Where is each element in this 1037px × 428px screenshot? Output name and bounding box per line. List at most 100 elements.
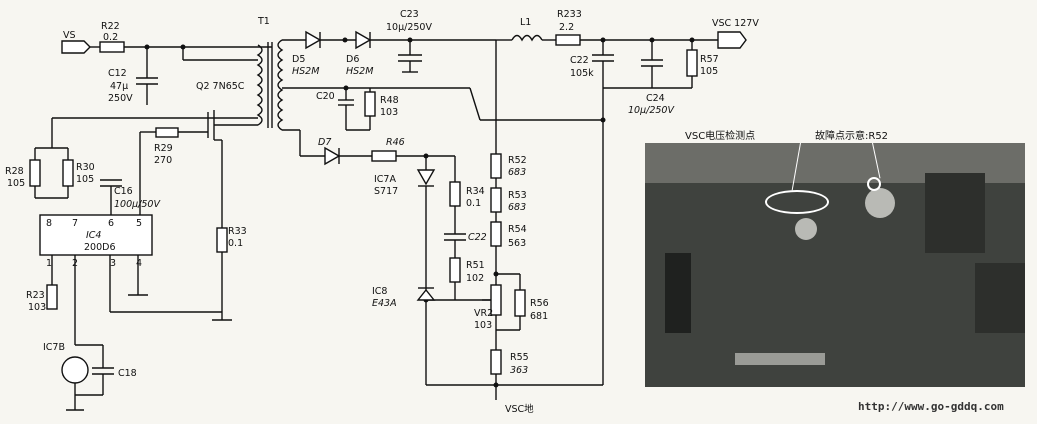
- d5-label: D5: [292, 54, 305, 65]
- r46-label: R46: [386, 137, 405, 148]
- ic8-label: IC8: [372, 286, 387, 297]
- ic4-pin6: 6: [108, 218, 114, 229]
- r34-value: 0.1: [466, 198, 481, 209]
- q2-label: Q2 7N65C: [196, 81, 245, 92]
- r53-value: 683: [508, 202, 526, 213]
- r48-resistor: [364, 91, 376, 117]
- vsc-label: VSC 127V: [712, 18, 759, 29]
- r52-value: 683: [508, 167, 526, 178]
- r56-value: 681: [530, 311, 548, 322]
- r28-value: 105: [7, 178, 25, 189]
- r55-label: R55: [510, 352, 529, 363]
- r30-value: 105: [76, 174, 94, 185]
- ic7a-value: S717: [374, 186, 398, 197]
- r29-label: R29: [154, 143, 173, 154]
- c22b-label: C22: [468, 232, 487, 243]
- ic4-chip: [39, 214, 153, 256]
- r54-value: 563: [508, 238, 526, 249]
- c12-value1: 47μ: [110, 81, 128, 92]
- r28-resistor: [29, 159, 41, 187]
- ic4-pin1: 1: [46, 258, 52, 269]
- d5-value: HS2M: [292, 66, 319, 77]
- r57-label: R57: [700, 54, 719, 65]
- d5-diode: [305, 30, 322, 50]
- r22-value: 0.2: [103, 32, 118, 43]
- r53-label: R53: [508, 190, 527, 201]
- c16-label: C16: [114, 186, 133, 197]
- r57-value: 105: [700, 66, 718, 77]
- ic4-pin8: 8: [46, 218, 52, 229]
- c12-value2: 250V: [108, 93, 133, 104]
- pcb-photo: [645, 143, 1025, 387]
- c22a-label: C22: [570, 55, 589, 66]
- r28-label: R28: [5, 166, 24, 177]
- c16-value: 100μ/50V: [114, 199, 161, 210]
- d7-label: D7: [318, 137, 331, 148]
- fault-point-marker: [867, 177, 881, 191]
- r29-resistor: [155, 127, 179, 138]
- ic7a-label: IC7A: [374, 174, 396, 185]
- c18-label: C18: [118, 368, 137, 379]
- r54-label: R54: [508, 224, 527, 235]
- r56-label: R56: [530, 298, 549, 309]
- watermark-url: http://www.go-gddq.com: [858, 400, 1004, 413]
- l1-label: L1: [520, 17, 531, 28]
- l1-inductor: [511, 34, 543, 42]
- r33-resistor: [216, 227, 228, 253]
- r55-value: 363: [510, 365, 528, 376]
- ic4-pin5: 5: [136, 218, 142, 229]
- r233-label: R233: [557, 9, 582, 20]
- r233-resistor: [555, 34, 581, 46]
- r48-value: 103: [380, 107, 398, 118]
- c24-label: C24: [646, 93, 665, 104]
- r29-value: 270: [154, 155, 172, 166]
- r30-resistor: [62, 159, 74, 187]
- ic4-label: IC4: [86, 230, 101, 241]
- d6-label: D6: [346, 54, 359, 65]
- t1-primary-coil: [256, 44, 263, 126]
- r22-label: R22: [101, 21, 120, 32]
- t1-secondary-coil: [277, 39, 284, 131]
- vsc-terminal: [717, 31, 747, 49]
- d6-diode: [355, 30, 372, 50]
- r33-label: R33: [228, 226, 247, 237]
- r46-resistor: [371, 150, 397, 162]
- ic7b-label: IC7B: [43, 342, 65, 353]
- r23-value: 103: [28, 302, 46, 313]
- r22-resistor: [99, 41, 125, 53]
- vr2-label: VR2: [474, 308, 493, 319]
- r48-label: R48: [380, 95, 399, 106]
- d6-value: HS2M: [346, 66, 373, 77]
- r55-resistor: [490, 349, 502, 375]
- d7-diode: [324, 146, 341, 166]
- r30-label: R30: [76, 162, 95, 173]
- r54-resistor: [490, 221, 502, 247]
- ic8-value: E43A: [372, 298, 397, 309]
- c12-label: C12: [108, 68, 127, 79]
- r23-resistor: [46, 284, 58, 310]
- r34-label: R34: [466, 186, 485, 197]
- r34-resistor: [449, 181, 461, 207]
- ic7a-led: [416, 169, 436, 186]
- vsc-ground-label: VSC地: [505, 403, 534, 415]
- vs-terminal: [61, 40, 91, 54]
- r51-resistor: [449, 257, 461, 283]
- ic4-value: 200D6: [84, 242, 116, 253]
- ic4-pin3: 3: [110, 258, 116, 269]
- c20-label: C20: [316, 91, 335, 102]
- r52-label: R52: [508, 155, 527, 166]
- r51-value: 102: [466, 273, 484, 284]
- r53-resistor: [490, 187, 502, 213]
- vs-label: VS: [63, 30, 76, 41]
- ic7b-phototransistor: [61, 356, 89, 384]
- r51-label: R51: [466, 260, 485, 271]
- test-point-label: VSC电压检测点: [685, 131, 756, 142]
- c22a-value: 105k: [570, 68, 594, 79]
- r233-value: 2.2: [559, 22, 574, 33]
- fault-point-label: 故障点示意:R52: [815, 131, 889, 142]
- c23-value: 10μ/250V: [386, 22, 432, 33]
- t1-label: T1: [257, 16, 270, 27]
- c24-value: 10μ/250V: [628, 105, 675, 116]
